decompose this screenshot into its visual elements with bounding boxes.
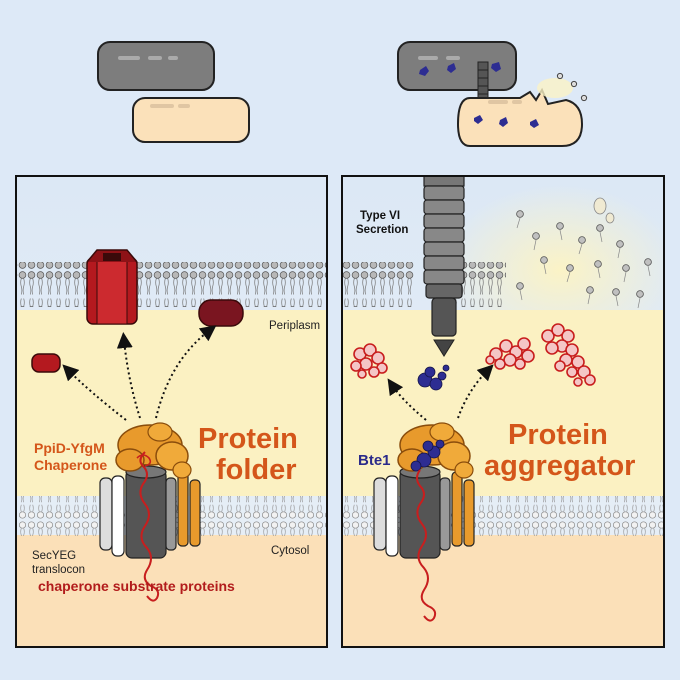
- protein-folder-title-line2: folder: [216, 454, 297, 486]
- secyeg-translocon: [99, 465, 201, 559]
- bte1-bound: [410, 439, 445, 472]
- gray-bacterium: [97, 41, 215, 91]
- bte1-effector-released: [417, 364, 450, 391]
- tan-bacterium: [132, 97, 250, 143]
- omp-barrel: [86, 249, 138, 325]
- substrates-label: chaperone substrate proteins: [38, 578, 235, 594]
- prey-bacterium: [456, 87, 584, 147]
- scattered-lipids: [516, 210, 652, 298]
- secretion-label-line1: Type VI: [360, 210, 401, 222]
- periplasm-label: Periplasm: [269, 320, 321, 332]
- periplasmic-protein-dark: [198, 299, 244, 327]
- protein-aggregator-title-line2: aggregator: [484, 450, 636, 482]
- protein-aggregates: [350, 323, 596, 387]
- chaperone-label-line1: PpiD-YfgM: [34, 440, 105, 456]
- outer-membrane-left-fragment: [342, 262, 414, 307]
- chaperone-label-line2: Chaperone: [34, 457, 108, 473]
- bacteria-pair-right: [397, 41, 588, 147]
- translocon-label-line1: SecYEG: [32, 550, 77, 562]
- protein-folder-title-line1: Protein: [198, 423, 298, 455]
- ppid-yfgm-chaperone: [115, 422, 192, 479]
- periplasmic-protein-small: [31, 353, 61, 373]
- type-vi-secretion-system: [423, 176, 465, 357]
- left-panel: [16, 176, 327, 647]
- outer-membrane: [16, 262, 327, 307]
- protein-aggregator-title-line1: Protein: [508, 419, 608, 451]
- right-panel: [342, 176, 664, 647]
- translocon-label-line2: translocon: [32, 564, 86, 576]
- cytosol-label: Cytosol: [271, 545, 310, 557]
- bte1-label: Bte1: [358, 452, 391, 469]
- secretion-label-line2: Secretion: [356, 224, 409, 236]
- bacteria-pair-left: [97, 41, 250, 143]
